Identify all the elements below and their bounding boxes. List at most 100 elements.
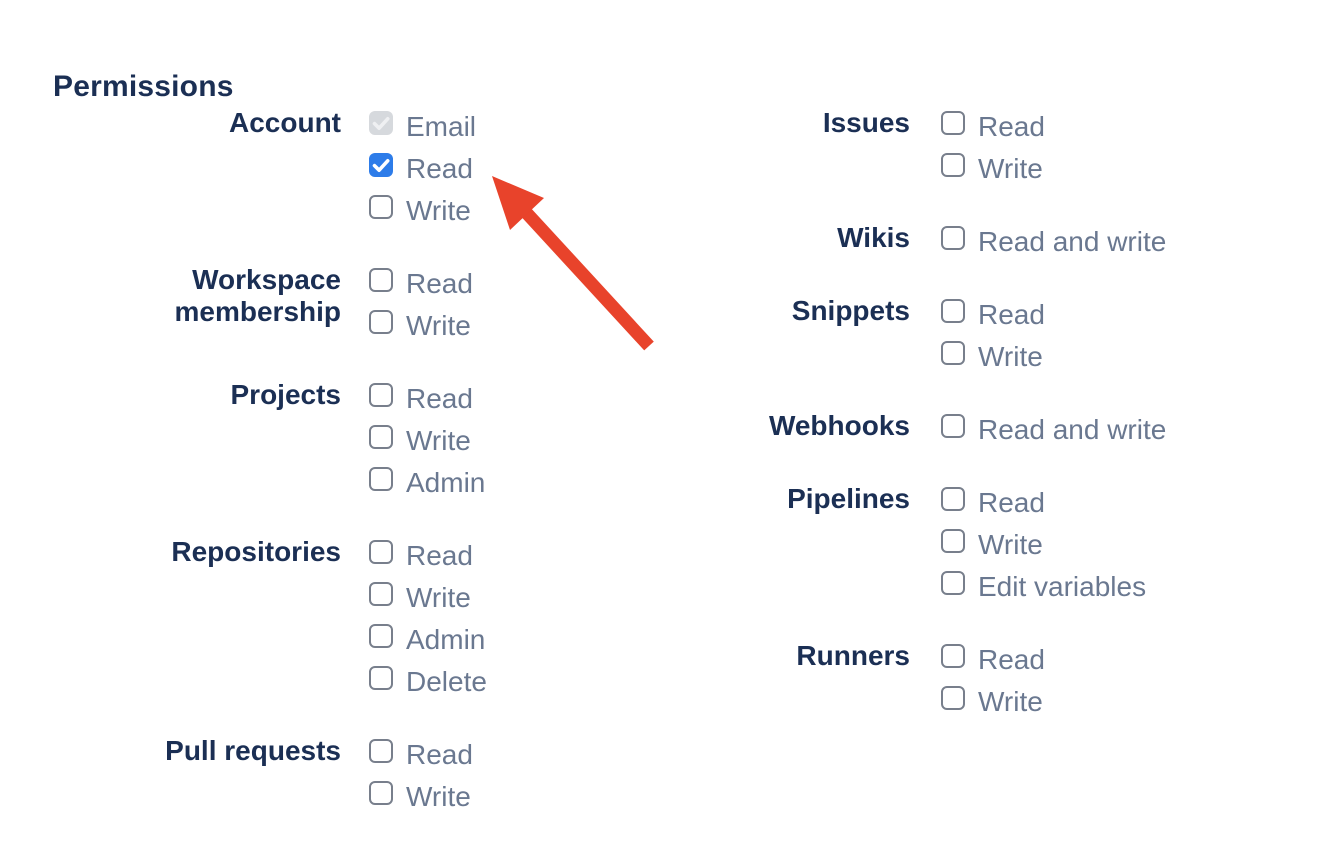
option-runners-read[interactable]: Read xyxy=(941,644,1045,686)
option-pipelines-read[interactable]: Read xyxy=(941,487,1146,529)
checkbox-account-read[interactable] xyxy=(369,153,393,177)
permission-group-label: Account xyxy=(229,107,341,138)
option-projects-write[interactable]: Write xyxy=(369,425,485,467)
checkbox-pull-requests-read[interactable] xyxy=(369,739,393,763)
checkbox-label: Edit variables xyxy=(978,571,1147,602)
checkbox-issues-read[interactable] xyxy=(941,111,965,135)
permission-group-issues: Issues Read Write xyxy=(670,107,1166,195)
checkbox-label: Delete xyxy=(406,666,487,697)
checkbox-snippets-write[interactable] xyxy=(941,341,965,365)
checkbox-repositories-delete[interactable] xyxy=(369,666,393,690)
permission-group-label: Issues xyxy=(822,107,910,138)
checkbox-label: Read xyxy=(978,644,1045,675)
checkbox-pipelines-read[interactable] xyxy=(941,487,965,511)
checkbox-repositories-write[interactable] xyxy=(369,582,393,606)
option-projects-admin[interactable]: Admin xyxy=(369,467,485,509)
checkbox-runners-write[interactable] xyxy=(941,686,965,710)
arrow-shaft xyxy=(517,203,654,351)
permission-options: Email Read Write xyxy=(369,111,476,237)
checkbox-pull-requests-write[interactable] xyxy=(369,781,393,805)
permission-options: Read Write xyxy=(941,111,1045,195)
permissions-column-left: Account Email Read Write Workspace membe… xyxy=(100,107,487,823)
option-account-read[interactable]: Read xyxy=(369,153,476,195)
checkbox-snippets-read[interactable] xyxy=(941,299,965,323)
option-runners-write[interactable]: Write xyxy=(941,686,1045,728)
permission-group-snippets: Snippets Read Write xyxy=(670,295,1166,383)
permission-options: Read and write xyxy=(941,226,1166,268)
checkbox-pipelines-edit-variables[interactable] xyxy=(941,571,965,595)
checkbox-workspace-membership-write[interactable] xyxy=(369,310,393,334)
checkbox-projects-admin[interactable] xyxy=(369,467,393,491)
option-issues-write[interactable]: Write xyxy=(941,153,1045,195)
checkbox-label: Email xyxy=(406,111,477,142)
permission-group-label: Wikis xyxy=(837,222,910,253)
option-pipelines-edit-variables[interactable]: Edit variables xyxy=(941,571,1146,613)
option-wikis-read-and-write[interactable]: Read and write xyxy=(941,226,1166,268)
permission-options: Read Write Admin Delete xyxy=(369,540,487,708)
checkbox-webhooks-read-and-write[interactable] xyxy=(941,414,965,438)
permission-group-label: Projects xyxy=(230,379,342,410)
option-account-email[interactable]: Email xyxy=(369,111,476,153)
option-repositories-read[interactable]: Read xyxy=(369,540,487,582)
option-workspace-membership-read[interactable]: Read xyxy=(369,268,473,310)
option-repositories-admin[interactable]: Admin xyxy=(369,624,487,666)
permission-group-projects: Projects Read Write Admin xyxy=(100,379,487,509)
option-account-write[interactable]: Write xyxy=(369,195,476,237)
option-snippets-read[interactable]: Read xyxy=(941,299,1045,341)
checkbox-label: Read xyxy=(978,111,1045,142)
permission-group-runners: Runners Read Write xyxy=(670,640,1166,728)
checkbox-repositories-admin[interactable] xyxy=(369,624,393,648)
permission-group-label: Workspace membership xyxy=(174,264,342,327)
checkbox-label: Read xyxy=(978,299,1045,330)
checkbox-label: Read xyxy=(406,739,473,770)
checkmark-icon xyxy=(372,117,390,130)
permission-options: Read Write xyxy=(369,739,473,823)
checkbox-label: Read xyxy=(406,540,473,571)
checkbox-repositories-read[interactable] xyxy=(369,540,393,564)
option-repositories-write[interactable]: Write xyxy=(369,582,487,624)
checkbox-projects-write[interactable] xyxy=(369,425,393,449)
option-workspace-membership-write[interactable]: Write xyxy=(369,310,473,352)
checkbox-account-write[interactable] xyxy=(369,195,393,219)
permission-options: Read Write Edit variables xyxy=(941,487,1146,613)
checkbox-label: Write xyxy=(406,582,471,613)
permission-group-pull-requests: Pull requests Read Write xyxy=(100,735,487,823)
page-title: Permissions xyxy=(53,69,234,103)
checkbox-label: Write xyxy=(978,341,1043,372)
checkbox-label: Admin xyxy=(406,467,486,498)
checkbox-issues-write[interactable] xyxy=(941,153,965,177)
checkbox-workspace-membership-read[interactable] xyxy=(369,268,393,292)
checkbox-projects-read[interactable] xyxy=(369,383,393,407)
checkbox-label: Read and write xyxy=(978,414,1167,445)
checkbox-pipelines-write[interactable] xyxy=(941,529,965,553)
checkbox-label: Write xyxy=(406,310,471,341)
permissions-column-right: Issues Read Write Wikis Read and write S… xyxy=(670,107,1166,728)
option-webhooks-read-and-write[interactable]: Read and write xyxy=(941,414,1166,456)
option-projects-read[interactable]: Read xyxy=(369,383,485,425)
permission-group-pipelines: Pipelines Read Write Edit variables xyxy=(670,483,1166,613)
option-issues-read[interactable]: Read xyxy=(941,111,1045,153)
permission-group-label: Pipelines xyxy=(787,483,910,514)
checkbox-label: Write xyxy=(406,425,471,456)
checkmark-icon xyxy=(372,159,390,172)
permission-options: Read Write Admin xyxy=(369,383,485,509)
permission-group-label: Snippets xyxy=(791,295,910,326)
option-snippets-write[interactable]: Write xyxy=(941,341,1045,383)
permission-options: Read and write xyxy=(941,414,1166,456)
permission-group-workspace-membership: Workspace membership Read Write xyxy=(100,264,487,352)
permission-options: Read Write xyxy=(369,268,473,352)
checkbox-label: Read xyxy=(406,153,473,184)
permission-group-label: Pull requests xyxy=(165,735,341,766)
checkbox-account-email[interactable] xyxy=(369,111,393,135)
arrow-head xyxy=(492,176,544,230)
checkbox-label: Read xyxy=(406,268,473,299)
checkbox-runners-read[interactable] xyxy=(941,644,965,668)
checkbox-label: Write xyxy=(978,153,1043,184)
permission-group-repositories: Repositories Read Write Admin Delete xyxy=(100,536,487,708)
option-pipelines-write[interactable]: Write xyxy=(941,529,1146,571)
checkbox-label: Admin xyxy=(406,624,486,655)
option-repositories-delete[interactable]: Delete xyxy=(369,666,487,708)
option-pull-requests-read[interactable]: Read xyxy=(369,739,473,781)
option-pull-requests-write[interactable]: Write xyxy=(369,781,473,823)
checkbox-wikis-read-and-write[interactable] xyxy=(941,226,965,250)
